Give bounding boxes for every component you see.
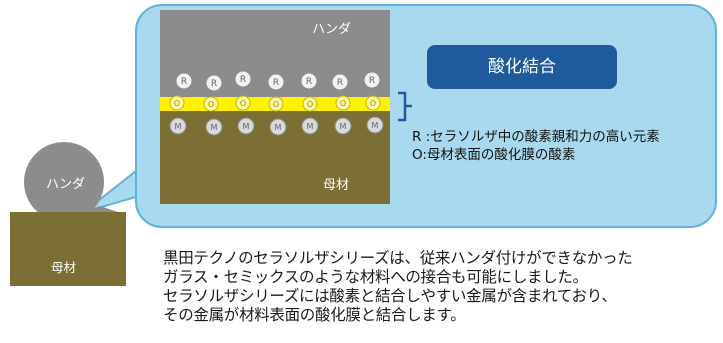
svg-text:M: M [340,122,347,131]
m-atom-row [169,116,384,136]
svg-text:O: O [208,100,214,109]
solder-label-left: ハンダ [46,177,86,192]
r-atom-row [175,70,381,92]
solder-label-top: ハンダ [312,22,352,37]
oxidation-bond-label: 酸化結合 [488,57,556,77]
base-material-block [160,104,390,204]
svg-text:O: O [307,100,313,109]
svg-text:R: R [273,78,279,88]
svg-text:M: M [275,123,282,132]
svg-text:M: M [307,122,314,131]
caption-line-3: セラソルザシリーズには酸素と結合しやすい金属が含まれており、 [163,287,617,305]
svg-text:O: O [273,100,279,109]
legend-o: O:母材表面の酸化膜の酸素 [412,147,576,163]
caption-line-4: その金属が材料表面の酸化膜と結合します。 [163,306,466,324]
legend-r: R :セラソルザ中の酸素親和力の高い元素 [412,129,660,145]
base-label-left: 母材 [51,260,77,275]
svg-text:O: O [340,99,346,108]
svg-text:O: O [174,99,180,108]
o-atom-row [169,95,381,112]
base-material-small [10,212,126,286]
svg-text:O: O [240,99,246,108]
svg-text:M: M [372,121,379,130]
svg-text:R: R [181,77,187,87]
oxidation-bond-box [427,45,617,89]
caption-line-2: ガラス・セミックスのような材料への接合も可能にしました。 [163,268,588,286]
r-atom-labels: R R R R R R R [181,75,375,89]
svg-text:O: O [370,99,376,108]
svg-text:R: R [240,75,246,85]
svg-text:M: M [211,123,218,132]
base-label-inner: 母材 [323,178,350,193]
svg-text:R: R [369,76,375,86]
svg-text:R: R [337,78,343,88]
solder-ball [24,142,104,222]
o-atom-labels: O O O O O O O [174,99,376,109]
m-atom-labels: M M M M M M M [175,121,379,132]
svg-text:M: M [243,122,250,131]
svg-text:M: M [175,122,182,131]
caption-line-1: 黒田テクノのセラソルザシリーズは、従来ハンダ付けができなかった [163,249,633,267]
svg-text:R: R [211,79,217,89]
bond-bracket [398,91,412,122]
svg-text:R: R [306,77,312,87]
